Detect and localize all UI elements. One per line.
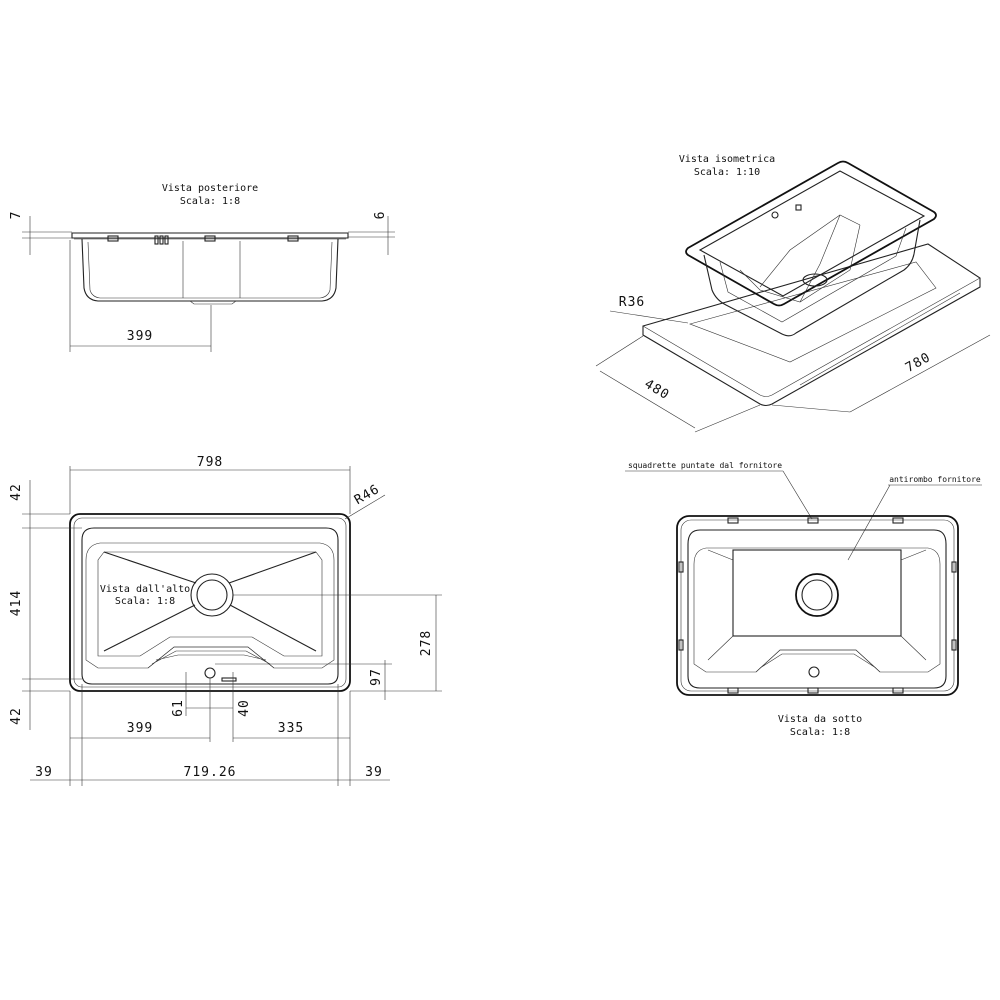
bottom-bracket (951, 639, 957, 651)
bottom-view: squadrette puntate dal fornitore antirom… (625, 461, 982, 738)
bottom-bracket (727, 687, 739, 694)
iso-dim-radius: R36 (619, 295, 645, 310)
top-tap-hole (204, 667, 216, 679)
bottom-view-scale: Scala: 1:8 (790, 727, 850, 738)
top-dim-drain-offset: 278 (419, 630, 434, 656)
top-dim-right-span: 335 (278, 721, 304, 736)
bottom-bracket (678, 639, 684, 651)
rear-dim-width: 399 (127, 329, 153, 344)
top-dim-tap-x: 61 (171, 699, 186, 717)
iso-cabinet-slab (642, 243, 981, 407)
top-dim-inner-width: 719.26 (184, 765, 237, 780)
bottom-bracket (807, 687, 819, 694)
top-dim-tap-x2: 40 (237, 699, 252, 717)
rear-dim-right-height: 6 (373, 211, 388, 220)
top-dim-inner-height: 414 (9, 590, 24, 616)
top-dim-margin-right: 39 (365, 765, 383, 780)
top-view-scale: Scala: 1:8 (115, 596, 175, 607)
top-dim-overall-width: 798 (197, 455, 223, 470)
rear-view: Vista posteriore Scala: 1:8 7 6 399 (9, 183, 395, 352)
bottom-bracket (892, 687, 904, 694)
rear-dim-left-height: 7 (9, 211, 24, 220)
iso-sink-rim (685, 160, 937, 307)
bottom-bracket (892, 517, 904, 524)
isometric-view: Vista isometrica Scala: 1:10 R36 480 780 (595, 154, 991, 433)
bottom-view-title: Vista da sotto (778, 714, 862, 725)
iso-dim-depth: 480 (642, 377, 672, 403)
rear-rim (71, 232, 349, 239)
bottom-bracket (807, 517, 819, 524)
top-bowl (81, 527, 339, 685)
iso-view-title: Vista isometrica (679, 154, 775, 165)
top-dim-rim-bottom: 42 (9, 707, 24, 725)
rear-bowl (81, 238, 339, 302)
top-dim-rim-top: 42 (9, 483, 24, 501)
top-view-title: Vista dall'alto (100, 584, 190, 595)
bottom-bracket (951, 561, 957, 573)
top-dim-radius: R46 (352, 482, 382, 508)
top-dim-left-span: 399 (127, 721, 153, 736)
bottom-note-brackets: squadrette puntate dal fornitore (628, 461, 782, 470)
bottom-drain-inner (801, 579, 833, 611)
bottom-antidrum-pad (732, 549, 902, 637)
rear-view-title: Vista posteriore (162, 183, 258, 194)
bottom-drain-outer (795, 573, 839, 617)
top-dim-tap-offset: 97 (369, 668, 384, 686)
iso-view-scale: Scala: 1:10 (694, 167, 760, 178)
iso-dim-length: 780 (903, 350, 933, 376)
top-view: Vista dall'alto Scala: 1:8 798 R46 42 41… (9, 455, 442, 786)
bottom-note-antidrum: antirombo fornitore (889, 475, 981, 484)
iso-bowl (703, 219, 921, 337)
bottom-rim-outer (676, 515, 959, 696)
bottom-tap-hole (808, 666, 820, 678)
top-rim-outer (69, 513, 351, 692)
bottom-bracket (727, 517, 739, 524)
top-drain-inner (196, 579, 228, 611)
rear-view-scale: Scala: 1:8 (180, 196, 240, 207)
bottom-bracket (678, 561, 684, 573)
top-dim-margin-left: 39 (35, 765, 53, 780)
bottom-bowl (687, 529, 947, 689)
